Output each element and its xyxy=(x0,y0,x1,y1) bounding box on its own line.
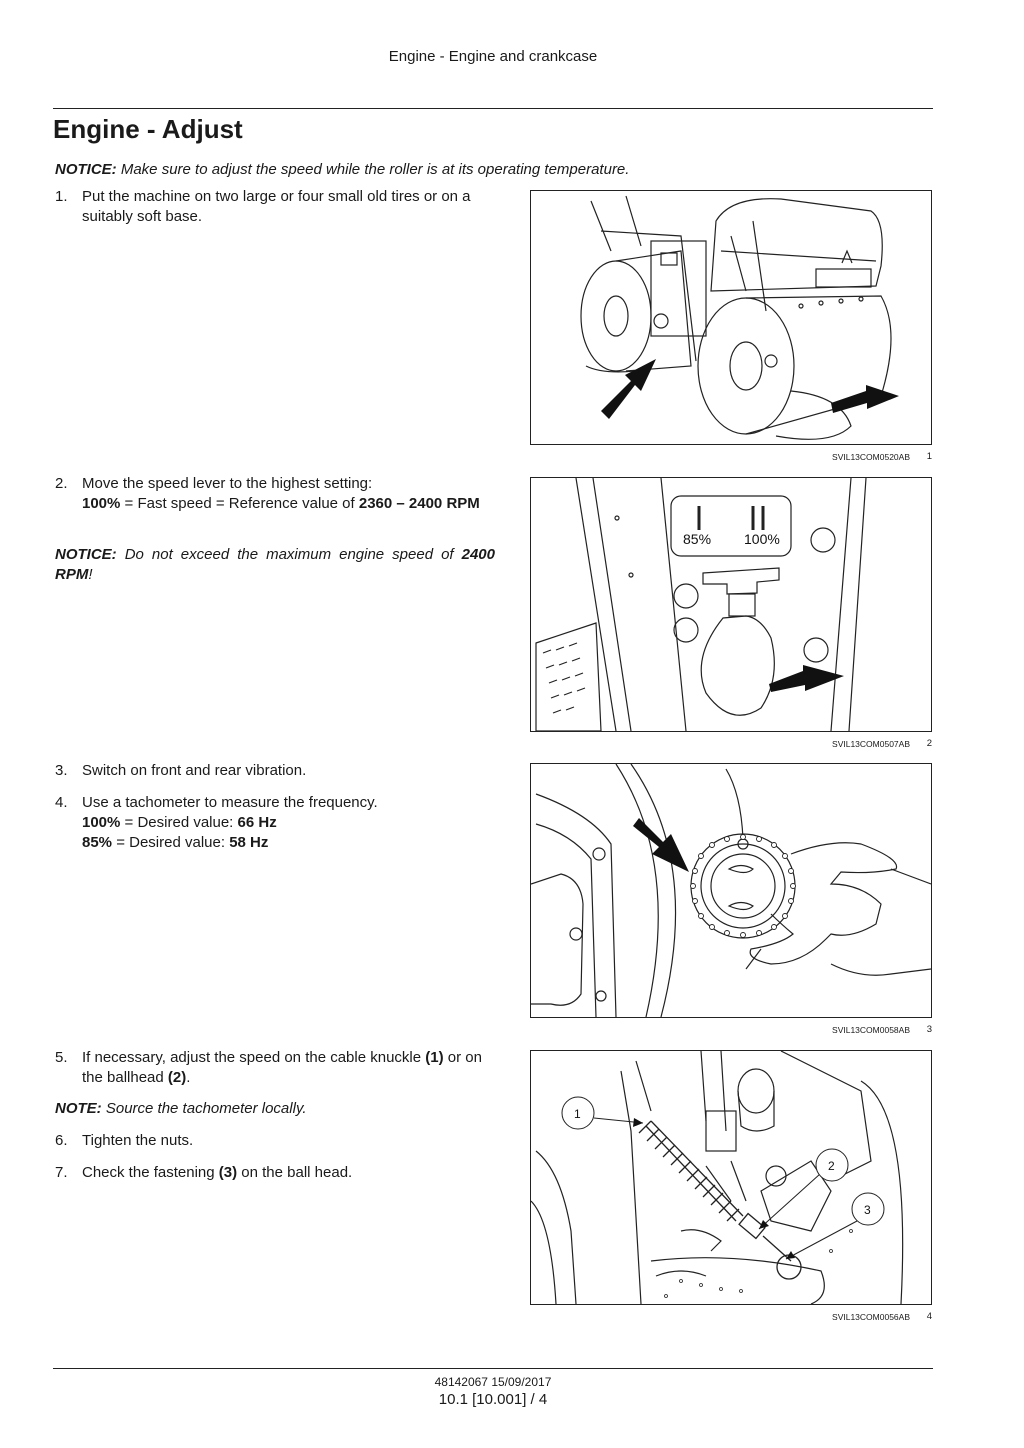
reference-text: = Fast speed = Reference value of xyxy=(120,495,359,512)
desired-value-text: = Desired value: xyxy=(112,834,230,851)
step-number: 4. xyxy=(55,794,68,811)
figure-4-code: SVIL13COM0056AB xyxy=(832,1312,910,1322)
step-7: 7. Check the fastening (3) on the ball h… xyxy=(55,1163,495,1183)
footer-doc-code: 48142067 15/09/2017 xyxy=(434,1375,552,1389)
step-5: 5. If necessary, adjust the speed on the… xyxy=(55,1048,495,1088)
figure-3-code: SVIL13COM0058AB xyxy=(832,1025,910,1035)
step-number: 1. xyxy=(55,188,68,205)
step-4: 4. Use a tachometer to measure the frequ… xyxy=(55,793,495,853)
step-1: 1. Put the machine on two large or four … xyxy=(55,187,495,227)
figure-2-speed-lever: 85% 100% xyxy=(530,477,932,732)
reference-rpm: 2360 – 2400 RPM xyxy=(358,495,480,512)
notice-label: NOTICE: xyxy=(55,546,117,563)
step-text: Put the machine on two large or four sma… xyxy=(82,188,471,225)
header-rule xyxy=(53,108,933,109)
step-2: 2. Move the speed lever to the highest s… xyxy=(55,474,495,514)
step-text: Check the fastening xyxy=(82,1164,219,1181)
figure-1-code: SVIL13COM0520AB xyxy=(832,452,910,462)
step-text: Switch on front and rear vibration. xyxy=(82,762,307,779)
speed-lever-illustration: 85% 100% xyxy=(535,478,867,731)
figure-3-tachometer xyxy=(530,763,932,1018)
figure-2-code: SVIL13COM0507AB xyxy=(832,739,910,749)
callout-2: 2 xyxy=(828,1159,835,1173)
figure-2-number: 2 xyxy=(926,738,932,749)
step-6: 6. Tighten the nuts. xyxy=(55,1131,495,1151)
step-text: If necessary, adjust the speed on the ca… xyxy=(82,1049,426,1066)
callout-3: 3 xyxy=(864,1203,871,1217)
step-3: 3. Switch on front and rear vibration. xyxy=(55,761,495,781)
step-number: 6. xyxy=(55,1132,68,1149)
figure-1-roller-on-tires xyxy=(530,190,932,445)
speed-percent: 100% xyxy=(82,495,121,512)
note-label: NOTE: xyxy=(55,1100,102,1117)
max-rpm: 2400 RPM xyxy=(55,546,495,583)
figure-1-number: 1 xyxy=(926,451,932,462)
notice-text: Make sure to adjust the speed while the … xyxy=(120,161,630,178)
notice-label: NOTICE: xyxy=(55,161,117,178)
desired-value-text: = Desired value: xyxy=(120,814,238,831)
ref-fastening: (3) xyxy=(218,1164,238,1181)
step-text: on the ball head. xyxy=(237,1164,353,1181)
step-text: . xyxy=(186,1069,191,1086)
notice-operating-temperature: NOTICE: Make sure to adjust the speed wh… xyxy=(55,160,755,180)
figure-3-number: 3 xyxy=(926,1024,932,1035)
page-title: Engine - Adjust xyxy=(53,114,243,144)
callout-1: 1 xyxy=(574,1107,581,1121)
notice-text: Do not exceed the maximum engine speed o… xyxy=(124,546,462,563)
step-text: Move the speed lever to the highest sett… xyxy=(82,475,373,492)
label-100-percent: 100% xyxy=(744,531,780,547)
tachometer-illustration xyxy=(531,764,931,1017)
frequency-58: 58 Hz xyxy=(229,834,269,851)
speed-100-label: 100% xyxy=(82,814,121,831)
running-header: Engine - Engine and crankcase xyxy=(388,48,598,65)
roller-on-tires-illustration xyxy=(580,195,899,440)
step-text: Use a tachometer to measure the frequenc… xyxy=(82,794,378,811)
step-text: Tighten the nuts. xyxy=(82,1132,194,1149)
footer-rule xyxy=(53,1368,933,1369)
step-number: 5. xyxy=(55,1049,68,1066)
note-tachometer: NOTE: Source the tachometer locally. xyxy=(55,1099,495,1119)
footer-page-number: 10.1 [10.001] / 4 xyxy=(438,1391,548,1408)
ref-ballhead: (2) xyxy=(167,1069,187,1086)
figure-4-number: 4 xyxy=(926,1311,932,1322)
notice-suffix: ! xyxy=(88,566,93,583)
label-85-percent: 85% xyxy=(683,531,711,547)
step-number: 7. xyxy=(55,1164,68,1181)
step-number: 3. xyxy=(55,762,68,779)
frequency-66: 66 Hz xyxy=(237,814,277,831)
notice-max-speed: NOTICE: Do not exceed the maximum engine… xyxy=(55,545,495,585)
cable-knuckle-illustration: 1 2 3 xyxy=(531,1051,904,1304)
step-text: or on the ballhead xyxy=(82,1049,482,1086)
speed-85-label: 85% xyxy=(82,834,113,851)
figure-4-cable-knuckle: 1 2 3 xyxy=(530,1050,932,1305)
ref-cable-knuckle: (1) xyxy=(425,1049,444,1066)
note-text: Source the tachometer locally. xyxy=(105,1100,307,1117)
step-number: 2. xyxy=(55,475,68,492)
